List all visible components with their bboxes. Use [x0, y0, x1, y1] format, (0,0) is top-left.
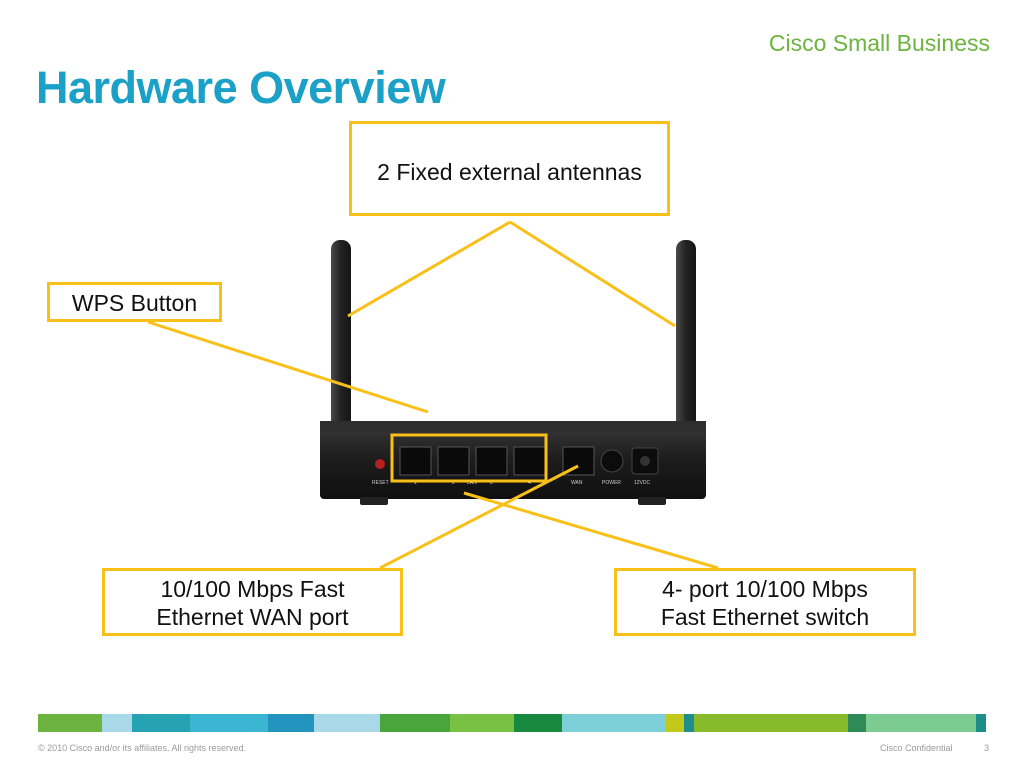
- leader-antenna-left: [347, 220, 511, 318]
- power-label: POWER: [602, 480, 621, 486]
- callout-switch: 4- port 10/100 Mbps Fast Ethernet switch: [614, 568, 916, 636]
- callout-wan-port: 10/100 Mbps Fast Ethernet WAN port: [102, 568, 403, 636]
- page-title: Hardware Overview: [36, 62, 446, 113]
- callout-switch-line-2: Fast Ethernet switch: [660, 604, 870, 630]
- callout-antennas-text: 2 Fixed external antennas: [377, 159, 642, 185]
- leader-wan: [379, 464, 579, 570]
- leader-antenna-right: [509, 220, 676, 328]
- reset-button: [375, 459, 385, 469]
- footer-copyright: © 2010 Cisco and/or its affiliates. All …: [38, 743, 247, 753]
- callout-wan-line-1: 10/100 Mbps Fast: [160, 576, 345, 602]
- lan-label-4: 4: [528, 480, 531, 486]
- callout-wan-line-2: Ethernet WAN port: [156, 604, 349, 630]
- lan-label-title: LAN: [467, 480, 477, 486]
- callout-antennas: 2 Fixed external antennas: [349, 121, 670, 216]
- power-button: [600, 449, 624, 473]
- lan-highlight-box: [390, 433, 548, 483]
- reset-label: RESET: [372, 480, 389, 486]
- dc-label: 12VDC: [634, 480, 651, 486]
- lan-label-2: 2: [452, 480, 455, 486]
- lan-label-1: 1: [414, 480, 417, 486]
- callout-switch-line-1: 4- port 10/100 Mbps: [662, 576, 868, 602]
- lan-label-3: 3: [490, 480, 493, 486]
- wan-label: WAN: [571, 480, 583, 486]
- brand-name: Cisco Small Business: [768, 30, 990, 56]
- callout-wps: WPS Button: [47, 282, 222, 322]
- leader-wps: [147, 320, 429, 414]
- footer-confidential: Cisco Confidential: [880, 743, 953, 753]
- page-number: 3: [984, 743, 990, 753]
- leader-switch: [463, 491, 719, 570]
- lan-ports: [399, 446, 546, 476]
- callout-wps-text: WPS Button: [71, 290, 198, 316]
